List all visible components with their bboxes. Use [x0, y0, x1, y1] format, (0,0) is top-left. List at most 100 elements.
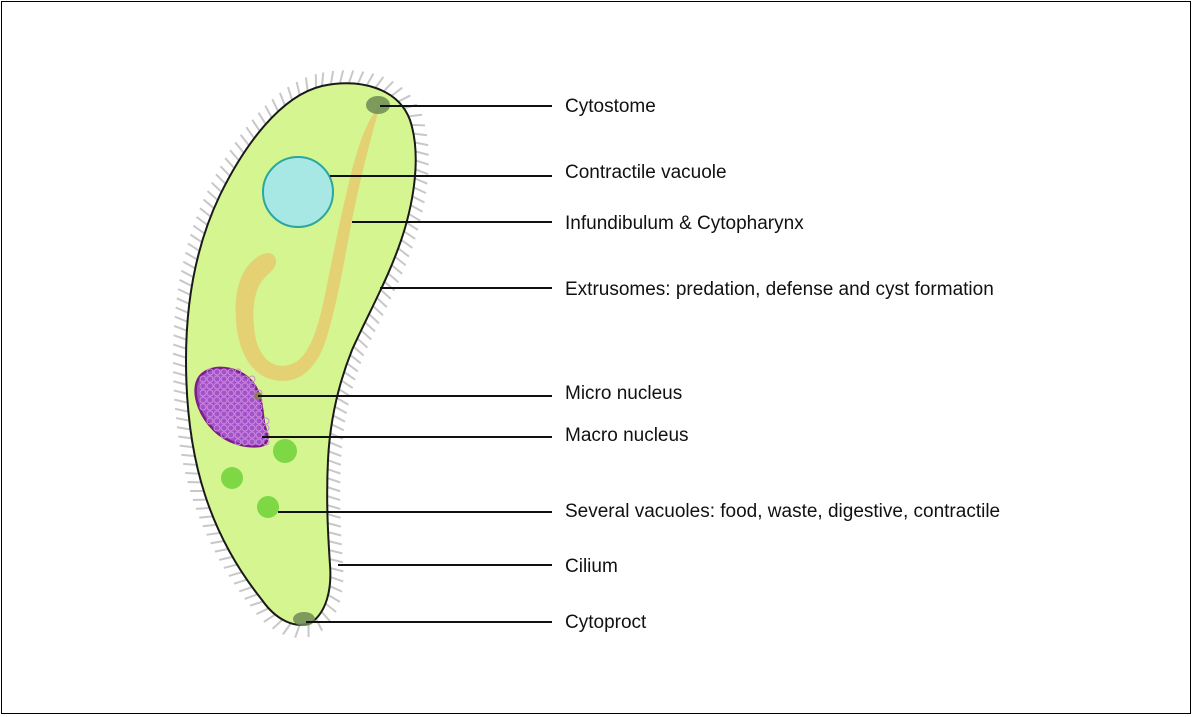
cilium-strand	[241, 135, 249, 146]
cilium-strand	[207, 191, 217, 200]
cilium-strand	[177, 298, 189, 304]
cilium-strand	[265, 106, 272, 118]
cilium-strand	[180, 280, 192, 286]
label-contractile-vacuole: Contractile vacuole	[565, 162, 727, 184]
cilium-strand	[331, 71, 333, 84]
cilium-strand	[327, 505, 340, 509]
cilium-strand	[384, 82, 393, 92]
cilium-strand	[388, 273, 398, 282]
cilium-strand	[365, 322, 375, 331]
cilium-strand	[306, 78, 308, 91]
cilium-strand	[414, 187, 426, 193]
cilium-strand	[316, 619, 322, 631]
cilium-strand	[398, 95, 410, 101]
cilium-strand	[185, 253, 197, 260]
cilium-strand	[196, 508, 210, 509]
label-macro-nucleus: Macro nucleus	[565, 425, 689, 447]
cilium-strand	[404, 231, 415, 239]
cilium-strand	[199, 516, 213, 517]
cilium-strand	[335, 407, 347, 414]
cilium-strand	[330, 586, 342, 592]
cilium-strand	[288, 87, 292, 100]
cilium-strand	[354, 347, 364, 356]
cilium-strand	[256, 608, 268, 614]
cilium-strand	[327, 514, 340, 518]
cilium-strand	[185, 473, 199, 474]
cilium-strand	[330, 577, 343, 581]
cilium-strand	[235, 142, 244, 153]
cilium-strand	[361, 330, 371, 339]
cilium-strand	[259, 113, 266, 125]
cilium-strand	[173, 381, 186, 384]
cilium-strand	[219, 557, 232, 560]
cilium-strand	[350, 355, 361, 363]
cilium-strand	[330, 568, 343, 571]
cilium-strand	[328, 469, 341, 473]
cilium-strand	[175, 317, 188, 322]
cilium-strand	[193, 226, 204, 234]
cilium-strand	[325, 603, 336, 612]
cilium-strand	[337, 398, 349, 405]
cilium-strand	[204, 200, 214, 209]
cilium-strand	[328, 595, 340, 602]
cilium-strand	[183, 262, 195, 269]
cilium-strand	[297, 82, 300, 95]
cilium-strand	[246, 127, 254, 138]
cilium-strand	[173, 372, 186, 376]
cilium-strand	[215, 549, 228, 552]
cilium-strand	[245, 594, 258, 599]
cilium-strand	[412, 196, 424, 202]
cilium-strand	[173, 344, 186, 348]
cilium-strand	[174, 400, 187, 403]
cilium-strand	[211, 541, 224, 543]
cilium-strand	[391, 88, 402, 96]
cilium-strand	[327, 496, 340, 500]
cilium-strand	[176, 308, 189, 313]
cilium-strand	[191, 235, 202, 243]
cilium-strand	[264, 614, 275, 621]
cilium-strand	[341, 380, 352, 388]
cilium-strand	[416, 152, 429, 155]
cilium-strand	[381, 290, 391, 299]
cilium-strand	[272, 99, 278, 111]
cilium-strand	[200, 208, 211, 216]
cilium-strand	[322, 72, 323, 86]
cilium-strand	[174, 326, 187, 331]
cilium-strand	[349, 71, 353, 84]
cilium-strand	[411, 205, 423, 212]
cilium-strand	[328, 523, 341, 527]
cilium-strand	[377, 298, 387, 307]
cilium-strand	[181, 271, 193, 277]
cilium-strand	[234, 580, 247, 584]
cilium-strand	[174, 390, 187, 393]
cilium-strand	[212, 183, 222, 192]
cilium-strand	[250, 601, 263, 605]
cilium-strand	[328, 532, 341, 535]
cilium-strand	[225, 158, 234, 168]
cilium-strand	[273, 620, 283, 629]
cilium-strand	[329, 541, 342, 544]
cilium-strand	[415, 169, 428, 174]
cilium-strand	[216, 174, 226, 184]
cilium-strand	[408, 115, 421, 117]
cilium-strand	[203, 525, 217, 527]
cilium-strand	[207, 533, 220, 535]
cilium-strand	[401, 240, 412, 248]
cilium-strand	[220, 166, 229, 176]
cilium-strand	[173, 354, 186, 358]
cilium-strand	[416, 160, 429, 164]
cytoproct-pore	[293, 612, 315, 626]
cilium-strand	[415, 143, 428, 146]
cilium-strand	[413, 134, 427, 136]
cilium-strand	[329, 550, 342, 553]
cilium-strand	[357, 338, 367, 347]
cilium-strand	[409, 214, 421, 221]
food-vacuole	[273, 439, 297, 463]
cilium-strand	[239, 587, 252, 591]
cilium-strand	[358, 72, 364, 84]
cilium-strand	[174, 335, 187, 340]
cilium-strand	[178, 436, 191, 438]
cilium-strand	[224, 565, 237, 568]
contractile-vacuole	[263, 157, 333, 227]
label-cytostome: Cytostome	[565, 96, 656, 118]
